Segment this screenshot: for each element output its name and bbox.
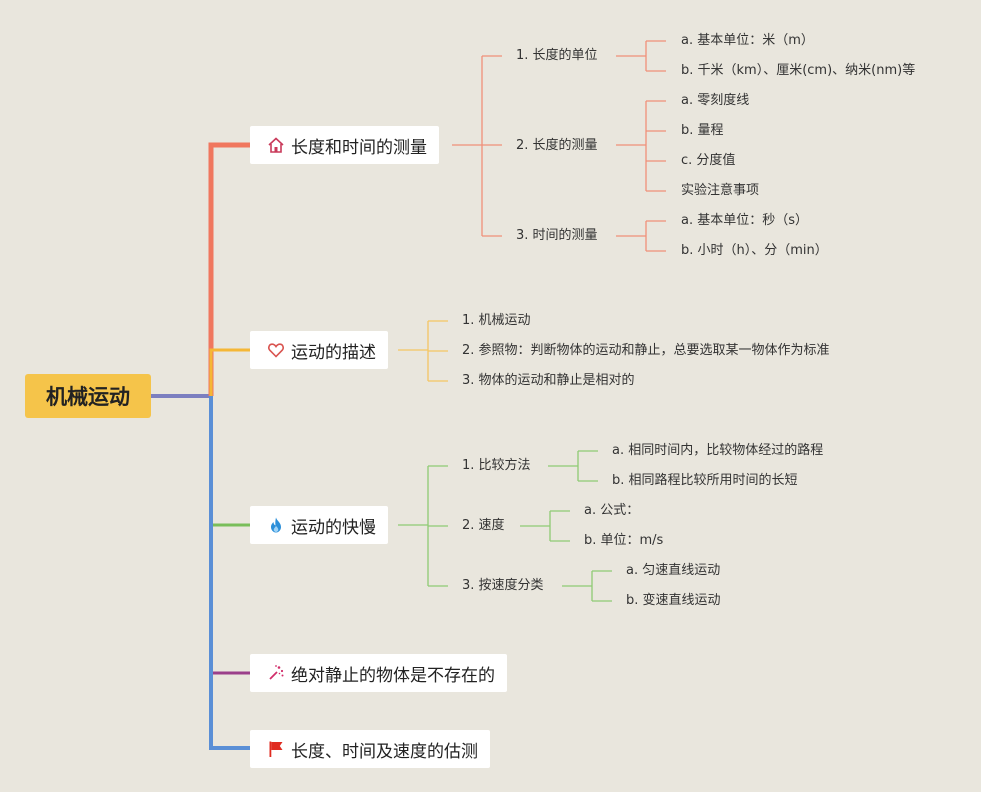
branch-length-time-measurement[interactable]: 长度和时间的测量 [250, 126, 439, 164]
leaf-item[interactable]: b. 小时（h）、分（min） [681, 243, 828, 258]
subtopic-speed[interactable]: 2. 速度 [462, 518, 505, 533]
branch-absolute-rest[interactable]: 绝对静止的物体是不存在的 [250, 654, 507, 692]
branch-label: 运动的描述 [291, 342, 376, 363]
leaf-item[interactable]: b. 千米（km）、厘米(cm)、纳米(nm)等 [681, 63, 916, 78]
subtopic-length-measurement[interactable]: 2. 长度的测量 [516, 138, 598, 153]
flag-icon [266, 739, 286, 759]
leaf-item[interactable]: a. 基本单位：米（m） [681, 33, 814, 48]
leaf-item[interactable]: a. 匀速直线运动 [626, 563, 721, 578]
sparkles-icon [266, 663, 286, 683]
branch-motion-speed[interactable]: 运动的快慢 [250, 506, 388, 544]
leaf-item[interactable]: a. 零刻度线 [681, 93, 750, 108]
heart-icon [266, 340, 286, 360]
root-label: 机械运动 [46, 385, 130, 409]
leaf-item[interactable]: b. 变速直线运动 [626, 593, 721, 608]
branch-label: 长度、时间及速度的估测 [291, 741, 478, 762]
subtopic-speed-classification[interactable]: 3. 按速度分类 [462, 578, 544, 593]
leaf-item[interactable]: b. 相同路程比较所用时间的长短 [612, 473, 798, 488]
branch-label: 长度和时间的测量 [291, 137, 427, 158]
subtopic-item[interactable]: 2. 参照物：判断物体的运动和静止，总要选取某一物体作为标准 [462, 343, 830, 358]
branch-label: 运动的快慢 [291, 517, 376, 538]
leaf-item[interactable]: a. 基本单位：秒（s） [681, 213, 809, 228]
flame-icon [266, 515, 286, 535]
leaf-item[interactable]: a. 公式： [584, 503, 640, 518]
branch-estimation[interactable]: 长度、时间及速度的估测 [250, 730, 490, 768]
subtopic-compare-methods[interactable]: 1. 比较方法 [462, 458, 531, 473]
leaf-item[interactable]: b. 量程 [681, 123, 724, 138]
branch-motion-description[interactable]: 运动的描述 [250, 331, 388, 369]
leaf-item[interactable]: c. 分度值 [681, 153, 736, 168]
leaf-item[interactable]: b. 单位：m/s [584, 533, 664, 548]
subtopic-item[interactable]: 3. 物体的运动和静止是相对的 [462, 373, 635, 388]
root-topic[interactable]: 机械运动 [25, 374, 151, 418]
home-icon [266, 135, 286, 155]
leaf-item[interactable]: 实验注意事项 [681, 183, 760, 198]
leaf-item[interactable]: a. 相同时间内，比较物体经过的路程 [612, 443, 824, 458]
branch-label: 绝对静止的物体是不存在的 [291, 665, 495, 686]
subtopic-time-measurement[interactable]: 3. 时间的测量 [516, 228, 598, 243]
subtopic-item[interactable]: 1. 机械运动 [462, 313, 531, 328]
subtopic-length-units[interactable]: 1. 长度的单位 [516, 48, 598, 63]
